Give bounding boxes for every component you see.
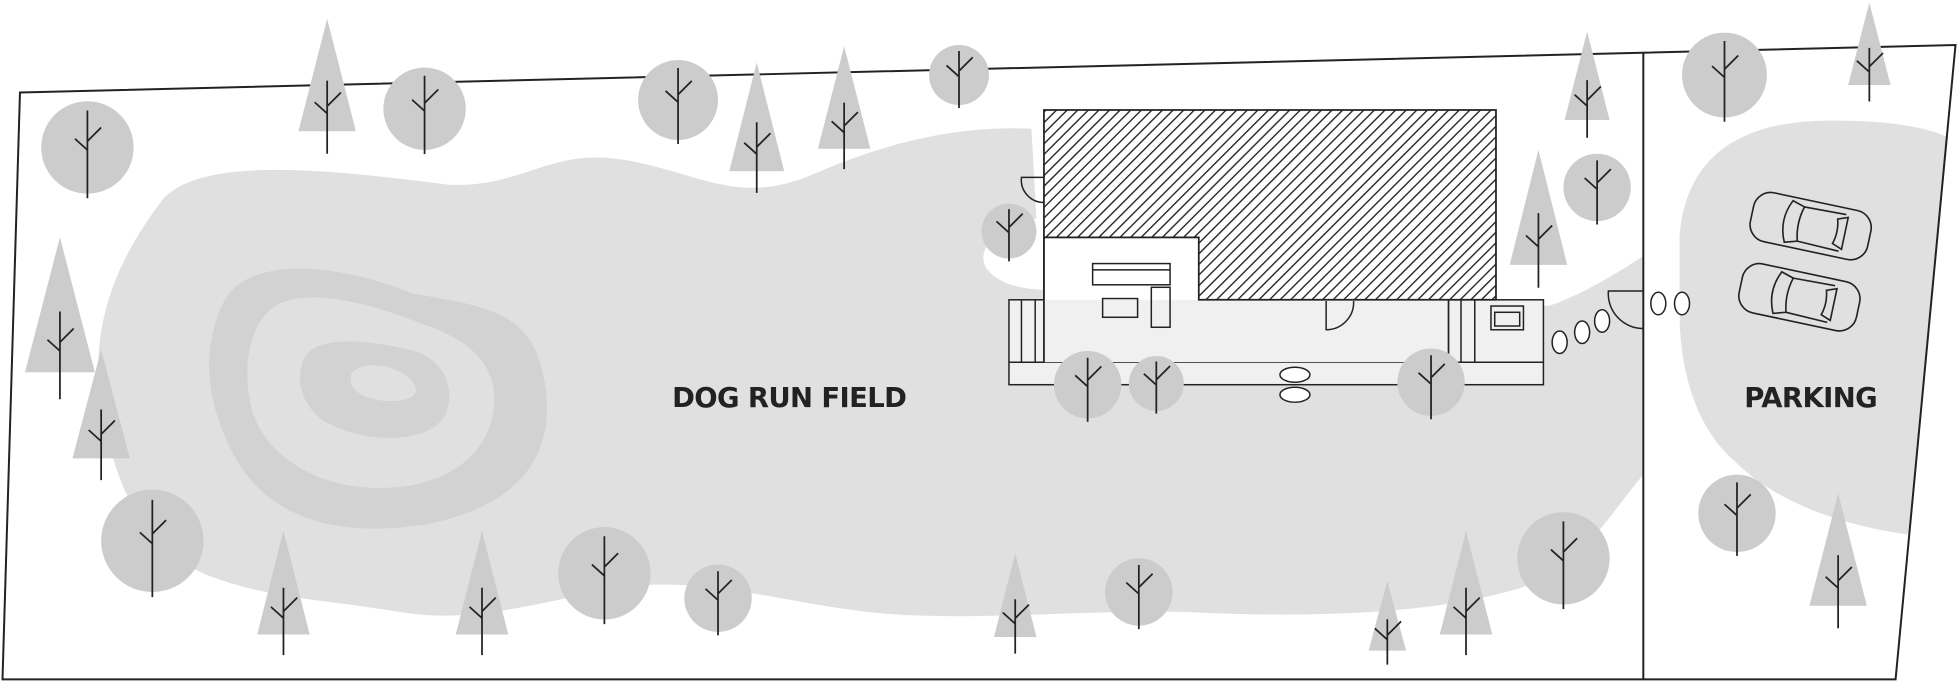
conifer-tree-icon xyxy=(298,18,356,154)
parking-label: PARKING xyxy=(1744,383,1877,414)
round-tree-icon xyxy=(383,67,466,155)
car-icon xyxy=(1738,262,1861,332)
property-boundary xyxy=(1,44,1957,681)
conifer-tree-icon xyxy=(455,530,509,656)
round-tree-icon xyxy=(1397,348,1465,420)
building-interior-deck xyxy=(1043,299,1449,363)
deck-steps-left xyxy=(1020,299,1036,363)
trees xyxy=(24,2,1891,665)
round-tree-icon xyxy=(1053,350,1122,422)
round-tree-icon xyxy=(1517,512,1610,610)
conifer-tree-icon xyxy=(1809,493,1867,629)
deck-steps-right xyxy=(1460,299,1476,363)
conifer-tree-icon xyxy=(1439,530,1493,656)
round-tree-icon xyxy=(1105,558,1173,630)
round-tree-icon xyxy=(1128,355,1184,414)
round-tree-icon xyxy=(101,489,204,598)
door-icon xyxy=(1020,176,1044,204)
conifer-tree-icon xyxy=(24,237,95,400)
building-roof-hatched xyxy=(1043,109,1497,301)
conifer-tree-icon xyxy=(817,46,871,170)
conifer-tree-icon xyxy=(1564,31,1610,138)
round-tree-icon xyxy=(1563,153,1631,225)
round-tree-icon xyxy=(558,527,651,625)
pond-center xyxy=(350,365,416,402)
field-label: DOG RUN FIELD xyxy=(672,383,906,414)
round-tree-icon xyxy=(1698,474,1776,556)
conifer-tree-icon xyxy=(993,553,1037,654)
round-tree-icon xyxy=(684,564,752,636)
conifer-tree-icon xyxy=(1509,149,1568,288)
conifer-tree-icon xyxy=(1848,2,1891,102)
conifer-tree-icon xyxy=(729,62,785,193)
furniture xyxy=(1091,262,1525,331)
round-tree-icon xyxy=(1682,32,1767,122)
gate-icon xyxy=(1607,290,1644,330)
door-icon xyxy=(1325,301,1355,331)
stepping-stones xyxy=(1279,291,1691,403)
car-icon xyxy=(1749,191,1873,261)
parking-area xyxy=(1679,120,1949,535)
conifer-tree-icon xyxy=(1368,580,1407,665)
round-tree-icon xyxy=(638,60,719,144)
round-tree-icon xyxy=(981,203,1037,262)
conifer-tree-icon xyxy=(257,530,310,656)
round-tree-icon xyxy=(41,101,134,199)
round-tree-icon xyxy=(929,45,989,108)
conifer-tree-icon xyxy=(72,349,130,481)
